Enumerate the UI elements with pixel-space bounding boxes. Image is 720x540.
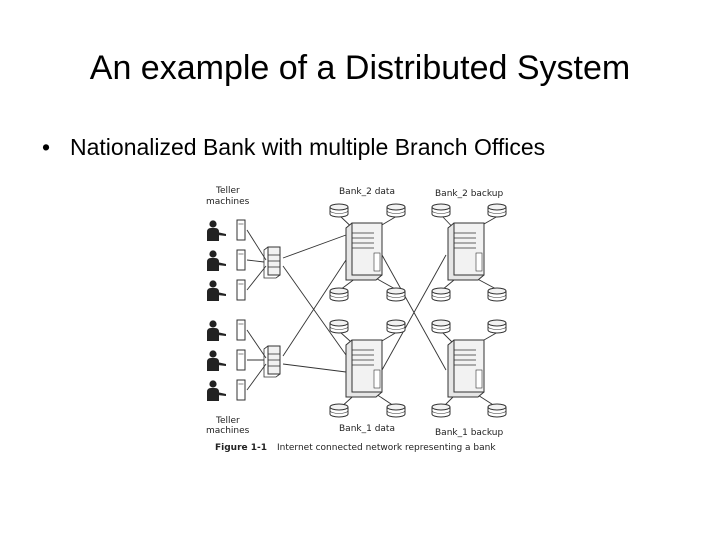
disk-icon [487, 403, 507, 418]
teller-label-top-line1: Teller [215, 186, 240, 196]
disk-icon [329, 403, 349, 418]
teller-machine-icon [236, 219, 246, 241]
bullet-item: • Nationalized Bank with multiple Branch … [42, 132, 545, 162]
teller-person-icon [207, 350, 226, 371]
bank2-data-server-icon [345, 222, 383, 281]
teller-person-icon [207, 250, 226, 271]
bank1-data-server-icon [345, 339, 383, 398]
disk-icon [386, 403, 406, 418]
bank1-backup-server-icon [447, 339, 485, 398]
router-icon [263, 345, 281, 378]
network-diagram: Teller machines Bank_2 data Bank_2 backu… [206, 186, 507, 453]
bank2-backup-server-icon [447, 222, 485, 281]
bullet-marker: • [42, 134, 51, 160]
router-icon [263, 246, 281, 279]
teller-person-icon [207, 280, 226, 301]
disk-icon [431, 203, 451, 218]
disk-icon [487, 203, 507, 218]
teller-label-top-line2: machines [206, 197, 250, 207]
disk-icon [431, 403, 451, 418]
figure-number: Figure 1-1 [215, 443, 267, 453]
bank1-backup-label: Bank_1 backup [435, 428, 504, 438]
bullet-text: Nationalized Bank with multiple Branch O… [70, 134, 546, 160]
teller-machine-icon [236, 349, 246, 371]
teller-person-icon [207, 320, 226, 341]
teller-machine-icon [236, 319, 246, 341]
bank-network-figure: Teller machines Bank_2 data Bank_2 backu… [200, 180, 510, 460]
bank2-data-label: Bank_2 data [339, 187, 395, 197]
bank2-backup-label: Bank_2 backup [435, 189, 504, 199]
disk-icon [386, 203, 406, 218]
disk-icon [329, 203, 349, 218]
slide-title: An example of a Distributed System [89, 49, 631, 87]
disk-icon [386, 287, 406, 302]
teller-machine-icon [236, 279, 246, 301]
figure-caption: Internet connected network representing … [277, 443, 496, 453]
teller-person-icon [207, 220, 226, 241]
teller-machine-icon [236, 379, 246, 401]
teller-person-icon [207, 380, 226, 401]
teller-machine-icon [236, 249, 246, 271]
disk-icon [487, 287, 507, 302]
disk-icon [431, 287, 451, 302]
disk-icon [329, 287, 349, 302]
teller-label-bottom-line1: Teller [215, 416, 240, 426]
disk-icon [329, 319, 349, 334]
teller-label-bottom-line2: machines [206, 426, 250, 436]
disk-icon [386, 319, 406, 334]
bank1-data-label: Bank_1 data [339, 424, 395, 434]
disk-icon [487, 319, 507, 334]
disk-icon [431, 319, 451, 334]
